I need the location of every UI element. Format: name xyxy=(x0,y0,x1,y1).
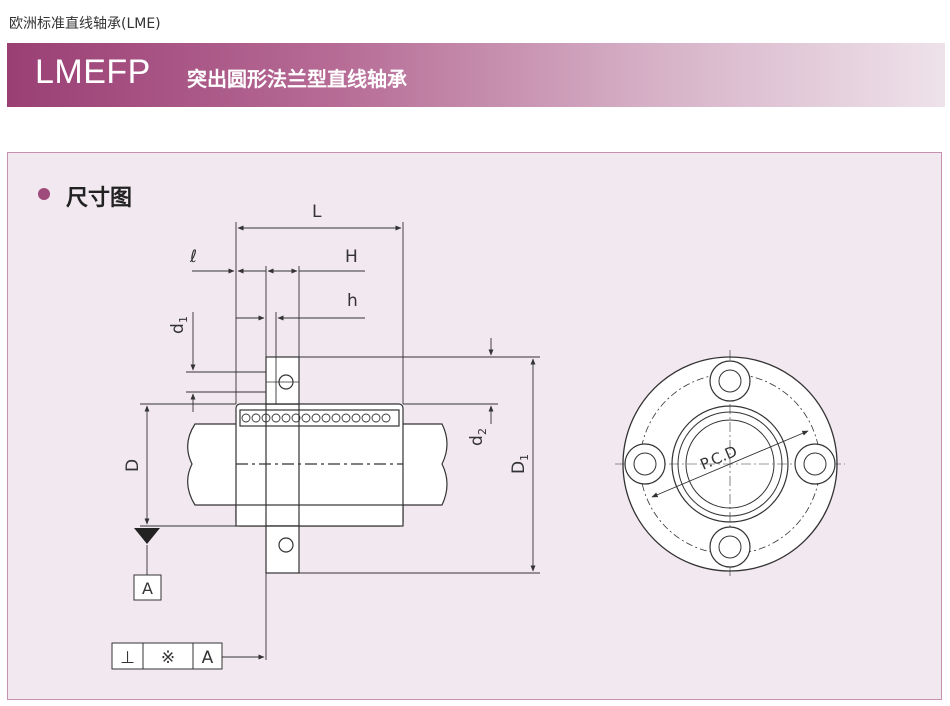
svg-text:2: 2 xyxy=(476,428,489,435)
title-banner: LMEFP 突出圆形法兰型直线轴承 xyxy=(7,43,945,107)
svg-text:d: d xyxy=(168,323,188,334)
bullet-icon xyxy=(38,188,50,200)
svg-text:D: D xyxy=(123,459,143,472)
label-d1: d 1 xyxy=(168,316,190,334)
svg-text:1: 1 xyxy=(177,316,190,323)
label-D1: D 1 xyxy=(509,454,531,474)
svg-text:d: d xyxy=(467,435,487,446)
bearing-body xyxy=(235,403,404,527)
label-L: L xyxy=(312,202,322,222)
label-h: h xyxy=(347,291,358,311)
front-view xyxy=(615,350,845,578)
perpendicularity-symbol-icon: ⊥ xyxy=(120,648,135,668)
tolerance-frame: ⊥ ※ A xyxy=(111,642,223,670)
product-subtitle: 突出圆形法兰型直线轴承 xyxy=(187,67,407,91)
mounting-hole-right xyxy=(794,443,836,485)
dimension-lines xyxy=(140,222,540,660)
section-title: 尺寸图 xyxy=(66,186,133,211)
breadcrumb: 欧洲标准直线轴承(LME) xyxy=(9,16,161,32)
tolerance-datum: A xyxy=(202,648,214,668)
svg-text:D: D xyxy=(509,461,529,474)
label-d2: d 2 xyxy=(467,428,489,446)
mounting-hole-bottom xyxy=(709,526,751,568)
datum-triangle-icon xyxy=(134,528,160,544)
mounting-hole-left xyxy=(624,443,666,485)
label-H: H xyxy=(345,247,358,267)
tolerance-value: ※ xyxy=(161,648,175,668)
label-l: ℓ xyxy=(189,247,197,267)
mounting-hole-top xyxy=(709,360,751,402)
datum-label: A xyxy=(142,579,153,598)
label-D: D xyxy=(123,459,143,472)
datum-box: A xyxy=(133,574,162,601)
flange xyxy=(265,356,300,574)
model-title: LMEFP xyxy=(35,53,151,91)
ball-row xyxy=(241,413,391,423)
svg-text:1: 1 xyxy=(518,454,531,461)
